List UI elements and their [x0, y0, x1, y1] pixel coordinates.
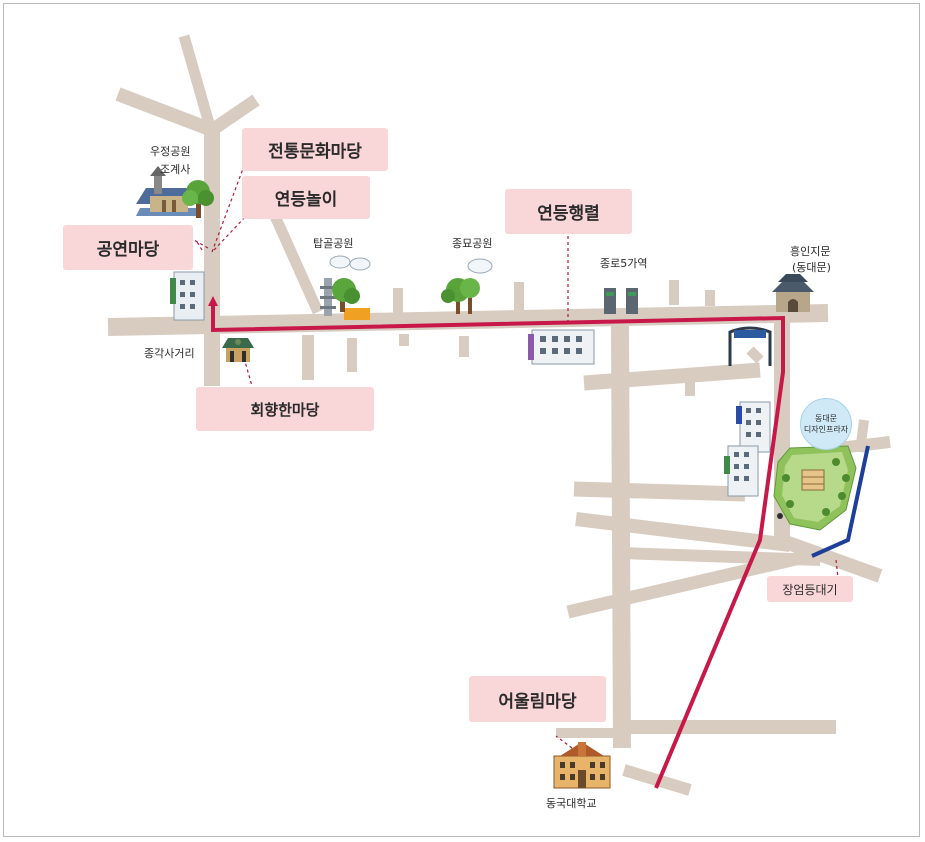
building-icon: [528, 329, 595, 365]
building-icon: [604, 288, 638, 314]
road-jongno-main: [107, 304, 829, 336]
school-icon: [553, 742, 611, 789]
road-north-vertical: [178, 34, 218, 136]
road-upper-right-diagonal: [208, 94, 260, 136]
label-harmony: 어울림마당: [469, 676, 606, 722]
road-cross-middle-2: [575, 512, 791, 552]
place-jonggak: 종각사거리: [144, 347, 195, 360]
place-dongdaemun-paren: (동대문): [792, 261, 831, 274]
route-start-arrow: [208, 296, 218, 306]
gate-icon: [728, 326, 772, 366]
roads: [107, 34, 891, 796]
place-tapgol-park: 탑골공원: [313, 237, 354, 250]
temple-icon: [136, 166, 200, 216]
tree-icon: [182, 180, 214, 218]
ddp-badge: 동대문 디자인프라자: [800, 398, 852, 450]
road-upper-left-diagonal: [115, 87, 215, 137]
bell-pavilion-icon: [222, 338, 254, 362]
label-traditional-culture: 전통문화마당: [242, 128, 388, 171]
place-jongmyo-park: 종묘공원: [452, 237, 493, 250]
lantern-standby-line: [811, 445, 870, 558]
gate-icon: [772, 274, 814, 312]
tree-icon: [441, 258, 493, 314]
ddp-badge-line1: 동대문: [814, 414, 838, 423]
road-cross-upper: [583, 362, 761, 391]
road-south-diagonal: [622, 764, 692, 796]
label-reconciliation: 회향한마당: [196, 387, 374, 431]
road-diagonal-se: [777, 533, 883, 583]
road-cross-lower: [566, 551, 802, 619]
building-icon: [736, 401, 771, 453]
place-jogyesa: 조계사: [160, 163, 191, 176]
plaza-icon: [773, 445, 857, 531]
place-dongguk: 동국대학교: [546, 797, 597, 810]
road-jongno5-vertical: [611, 325, 631, 749]
ddp-badge-line2: 디자인프라자: [803, 425, 849, 434]
pagoda-icon: [320, 255, 371, 320]
place-jongno5: 종로5가역: [600, 257, 648, 270]
place-ujeong-park: 우정공원: [150, 145, 191, 158]
road-segment-11: [746, 346, 764, 364]
parade-route: [211, 302, 785, 789]
building-icon: [170, 271, 205, 321]
label-lantern-standby: 장엄등대기: [767, 576, 853, 602]
road-cross-middle-1: [573, 481, 746, 502]
label-lantern-play: 연등놀이: [242, 176, 370, 219]
building-icon: [724, 445, 759, 497]
label-lantern-parade: 연등행렬: [505, 189, 632, 234]
place-heunginjimun: 흥인지문: [790, 245, 831, 258]
label-performance: 공연마당: [63, 225, 193, 270]
